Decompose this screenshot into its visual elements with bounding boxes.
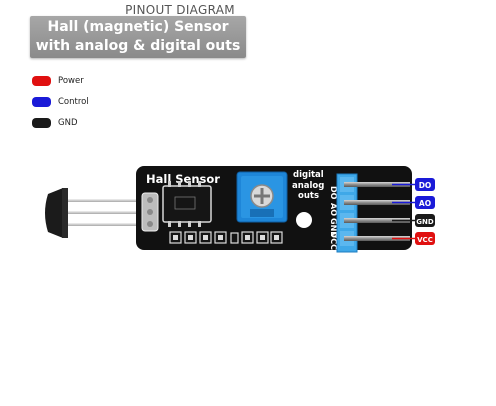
pot-code-plate: [250, 209, 274, 217]
legend-item-control: Control: [32, 96, 89, 108]
metal-pin-ao: [344, 200, 410, 205]
pin-tag-ao: [415, 196, 435, 209]
metal-pin-vcc: [344, 236, 410, 241]
screw-slot-v: [260, 188, 264, 204]
silk-pin-do: DO: [329, 186, 338, 200]
chip-pins: [168, 181, 201, 227]
legend-label-power: Power: [58, 76, 84, 86]
silk-pin-gnd: GND: [329, 218, 338, 238]
legend-label-gnd: GND: [58, 118, 78, 128]
sensor-leg-2: [68, 211, 154, 214]
pot-label-line2: analog: [292, 181, 324, 191]
silk-pin-vcc: VCC: [329, 232, 338, 250]
comparator-chip: [162, 185, 212, 223]
legend-swatch-gnd: [32, 118, 51, 128]
smd-pads: [173, 235, 279, 240]
title-banner: Hall (magnetic) Sensor with analog & dig…: [30, 16, 246, 58]
sensor-leg-3: [68, 223, 154, 226]
pin-tag-ao-label: AO: [419, 199, 431, 208]
solder-joint-1: [147, 197, 153, 203]
pin-tag-do-label: DO: [419, 181, 432, 190]
pot-label-line1: digital: [293, 170, 324, 180]
silkscreen-title: Hall Sensor: [146, 172, 220, 186]
pin-tag-vcc-label: VCC: [417, 236, 433, 244]
title-line-1: Hall (magnetic) Sensor: [47, 19, 229, 35]
title-line-2: with analog & digital outs: [35, 38, 241, 54]
metal-pin-gnd: [344, 218, 410, 223]
pin-tag-vcc: [415, 232, 435, 245]
silk-pin-ao: AO: [329, 203, 338, 216]
pin-tag-gnd: [415, 214, 435, 227]
metal-pin-do: [344, 182, 410, 187]
mounting-hole: [296, 212, 312, 228]
hall-sensor-body: [45, 188, 63, 238]
pin-tag-do: [415, 178, 435, 191]
pot-label-line3: outs: [298, 191, 319, 201]
legend-swatch-control: [32, 97, 51, 107]
solder-joint-2: [147, 209, 153, 215]
legend-label-control: Control: [58, 97, 89, 107]
sensor-leg-1: [68, 199, 154, 202]
diagram-kicker: PINOUT DIAGRAM: [125, 3, 235, 17]
solder-joint-3: [147, 221, 153, 227]
pin-tag-gnd-label: GND: [416, 218, 434, 226]
legend-item-gnd: GND: [32, 117, 78, 129]
smd-components: [169, 231, 283, 244]
hall-sensor-face: [62, 188, 68, 238]
legend-item-power: Power: [32, 75, 84, 87]
legend-swatch-power: [32, 76, 51, 86]
chip-marking: [174, 196, 196, 210]
